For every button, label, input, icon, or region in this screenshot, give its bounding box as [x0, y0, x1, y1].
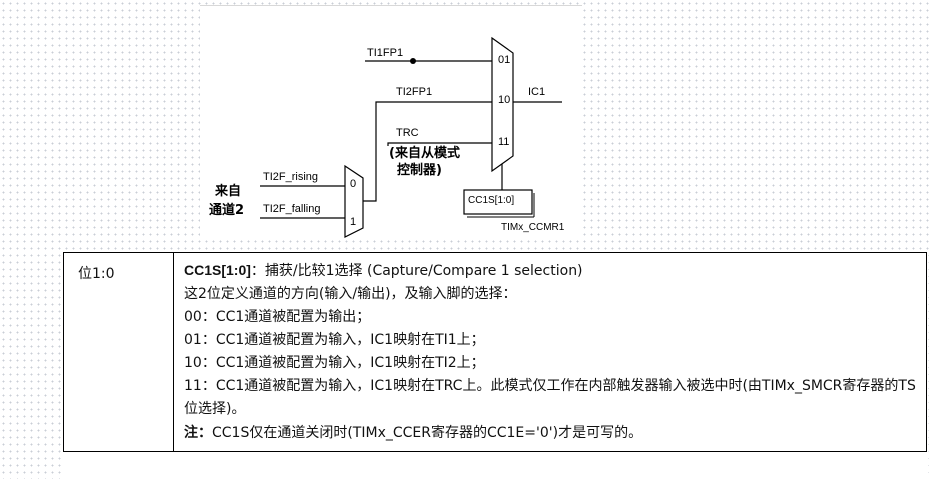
main-mux [491, 36, 514, 173]
option-01: 01：CC1通道被配置为输入，IC1映射在TI1上； [184, 332, 485, 348]
register-bit-table-container: 位1:0 CC1S[1:0]：捕获/比较1选择 (Capture/Compare… [62, 252, 928, 479]
ti2fp1-line [363, 101, 492, 202]
option-00: 00：CC1通道被配置为输出； [184, 309, 371, 325]
note-label: 注： [184, 424, 212, 440]
trc-note-line1: (来自从模式 [389, 146, 460, 161]
trc-label: TRC [396, 127, 419, 139]
field-name: CC1S[1:0] [184, 262, 251, 278]
register-label: TIMx_CCMR1 [501, 222, 565, 233]
field-title: ：捕获/比较1选择 (Capture/Compare 1 selection) [250, 263, 583, 279]
bit-description-cell: CC1S[1:0]：捕获/比较1选择 (Capture/Compare 1 se… [173, 252, 927, 452]
from-channel2-line2: 通道2 [209, 203, 245, 218]
ccmr1-input-diagram: TI1FP1 TI2FP1 TRC (来自从模式 控制器) 01 10 11 I… [200, 5, 582, 240]
trc-note-line2: 控制器) [397, 163, 442, 178]
option-10: 10：CC1通道被配置为输入，IC1映射在TI2上； [184, 355, 485, 371]
table-row: 位1:0 CC1S[1:0]：捕获/比较1选择 (Capture/Compare… [63, 252, 927, 452]
bit-range: 位1:0 [78, 266, 115, 282]
note-line: 注：CC1S仅在通道关闭时(TIMx_CCER寄存器的CC1E='0')才是可写… [184, 421, 918, 445]
from-channel2-line1: 来自 [215, 184, 242, 199]
ti2f-rising-label: TI2F_rising [263, 171, 319, 183]
ti1fp1-dot [410, 58, 416, 64]
cc1s-box [463, 189, 533, 215]
note-text: CC1S仅在通道关闭时(TIMx_CCER寄存器的CC1E='0')才是可写的。 [212, 425, 643, 441]
option-11: 11：CC1通道被配置为输入，IC1映射在TRC上。此模式仅工作在内部触发器输入… [184, 378, 916, 417]
diagram-lines [260, 36, 562, 238]
mux-input-01: 01 [498, 54, 511, 66]
trc-line [387, 142, 492, 146]
ti1fp1-label: TI1FP1 [367, 47, 404, 59]
edge-mux [344, 164, 364, 238]
field-title-line: CC1S[1:0]：捕获/比较1选择 (Capture/Compare 1 se… [184, 259, 918, 283]
mux-input-10: 10 [498, 94, 511, 106]
mux-input-11: 11 [498, 136, 510, 148]
ti2f-falling-label: TI2F_falling [263, 203, 321, 215]
field-description: 这2位定义通道的方向(输入/输出)，及输入脚的选择： [184, 286, 517, 302]
ti2fp1-label: TI2FP1 [396, 86, 433, 98]
edge-mux-input-0: 0 [350, 178, 357, 190]
edge-mux-input-1: 1 [350, 216, 357, 228]
bit-range-cell: 位1:0 [63, 252, 174, 452]
cc1s-box-label: CC1S[1:0] [468, 195, 515, 206]
register-bit-table: 位1:0 CC1S[1:0]：捕获/比较1选择 (Capture/Compare… [63, 252, 927, 452]
ic1-label: IC1 [528, 86, 546, 98]
